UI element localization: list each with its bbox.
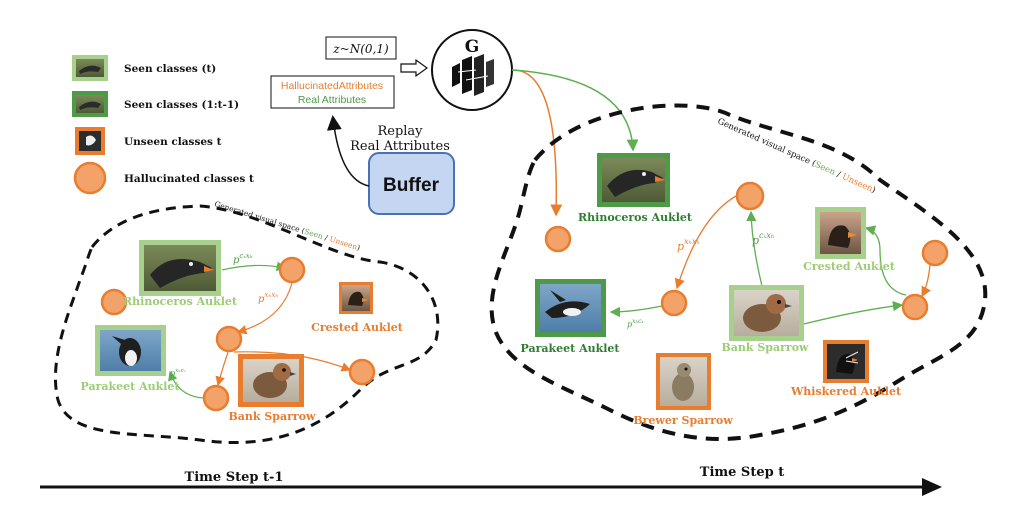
g-to-halluc-arrow [511, 69, 563, 217]
halluc-attr-label: HallucinatedAttributes [281, 80, 383, 92]
left-edge-halluc-down [215, 351, 229, 387]
legend-unseen-label: Unseen classes t [124, 136, 222, 148]
right-edge-halluc-parakeet [609, 305, 663, 318]
generator-label: G [465, 37, 480, 57]
input-arrow [400, 58, 429, 78]
generator: G [431, 29, 513, 111]
right-halluc-node [921, 239, 949, 267]
replay-line2: Real Attributes [350, 139, 450, 154]
left-sparrow-label: Bank Sparrow [228, 410, 316, 423]
right-sparrow-label: Bank Sparrow [721, 341, 809, 354]
right-space-title: Generated visual space (Seen / Unseen) [716, 116, 878, 196]
left-parakeet-image [95, 325, 166, 376]
right-space-boundary [489, 103, 988, 441]
legend-seen-t-icon [72, 55, 108, 81]
attributes-box [270, 75, 395, 109]
right-halluc-node [901, 293, 929, 321]
left-edge-label-2: pxₕxₕ [258, 291, 278, 305]
time-axis-arrowhead [922, 478, 942, 496]
right-rhino-image [597, 153, 670, 207]
right-crested-label: Crested Auklet [803, 260, 896, 273]
right-edge-label-2: pcₓxₕ [752, 231, 774, 247]
left-rhino-image [139, 240, 221, 296]
legend-seen-prev-label: Seen classes (1:t-1) [124, 99, 239, 111]
legend-halluc-label: Hallucinated classes t [124, 173, 254, 185]
legend-seen-t-label: Seen classes (t) [124, 63, 216, 75]
left-edge-rhino-halluc [221, 261, 287, 272]
right-edge-halluc-halluc [674, 194, 739, 290]
noise-label: z~N(0,1) [332, 42, 389, 56]
right-edge-sparrow-halluc2 [803, 300, 904, 325]
right-edge-sparrow-halluc [746, 210, 763, 287]
right-sparrow-image [729, 285, 804, 341]
left-halluc-node [100, 288, 128, 316]
left-edge-label-1: pcₓxₕ [233, 252, 253, 266]
right-whiskered-label: Whiskered Auklet [790, 385, 902, 398]
time-step-current: Time Step t [700, 465, 784, 480]
left-halluc-node [202, 384, 230, 412]
left-space-title: Generated visual space (Seen / Unseen) [213, 199, 361, 252]
network-icon [452, 54, 494, 96]
right-parakeet-label: Parakeet Auklet [521, 342, 621, 355]
left-crested-label: Crested Auklet [311, 321, 404, 334]
buffer-box [368, 152, 455, 215]
right-edge-label-1: pxₕxₕ [677, 237, 700, 253]
right-edge-halluc-crested [864, 225, 907, 296]
right-rhino-label: Rhinoceros Auklet [578, 211, 693, 224]
right-whiskered-image [823, 340, 869, 383]
legend-seen-prev-icon [72, 91, 108, 117]
left-edge-label-3: pxₕcₓ [170, 368, 186, 378]
left-edge-halluc-halluc [236, 282, 293, 335]
noise-box [325, 36, 397, 60]
left-parakeet-label: Parakeet Auklet [81, 380, 181, 393]
right-crested-image [815, 207, 866, 259]
left-halluc-node [278, 256, 306, 284]
left-edge-halluc-parakeet [168, 370, 204, 399]
time-step-prev: Time Step t-1 [185, 470, 284, 485]
right-edge-label-3: pxₕcₓ [627, 318, 644, 329]
right-halluc-node [735, 181, 765, 211]
legend: Seen classes (t) Seen classes (1:t-1) Un… [72, 55, 254, 195]
right-halluc-node [544, 225, 572, 253]
replay-line1: Replay [377, 124, 423, 139]
left-sparrow-image [238, 354, 304, 407]
left-halluc-node [348, 358, 376, 386]
left-rhino-label: Rhinoceros Auklet [123, 295, 238, 308]
right-parakeet-image [535, 279, 606, 337]
left-crested-image [339, 282, 373, 314]
right-halluc-node [660, 289, 688, 317]
left-space-boundary [53, 204, 440, 444]
legend-unseen-icon [75, 127, 105, 155]
replay-arrow [326, 115, 370, 187]
buffer-label: Buffer [383, 175, 440, 196]
right-brewer-image [656, 353, 711, 410]
right-brewer-label: Brewer Sparrow [633, 414, 733, 427]
real-attr-label: Real Attributes [298, 94, 366, 106]
right-edge-halluc-down [921, 264, 931, 298]
legend-halluc-icon [73, 161, 107, 195]
g-to-seen-arrow [511, 69, 639, 152]
left-halluc-node [215, 325, 243, 353]
